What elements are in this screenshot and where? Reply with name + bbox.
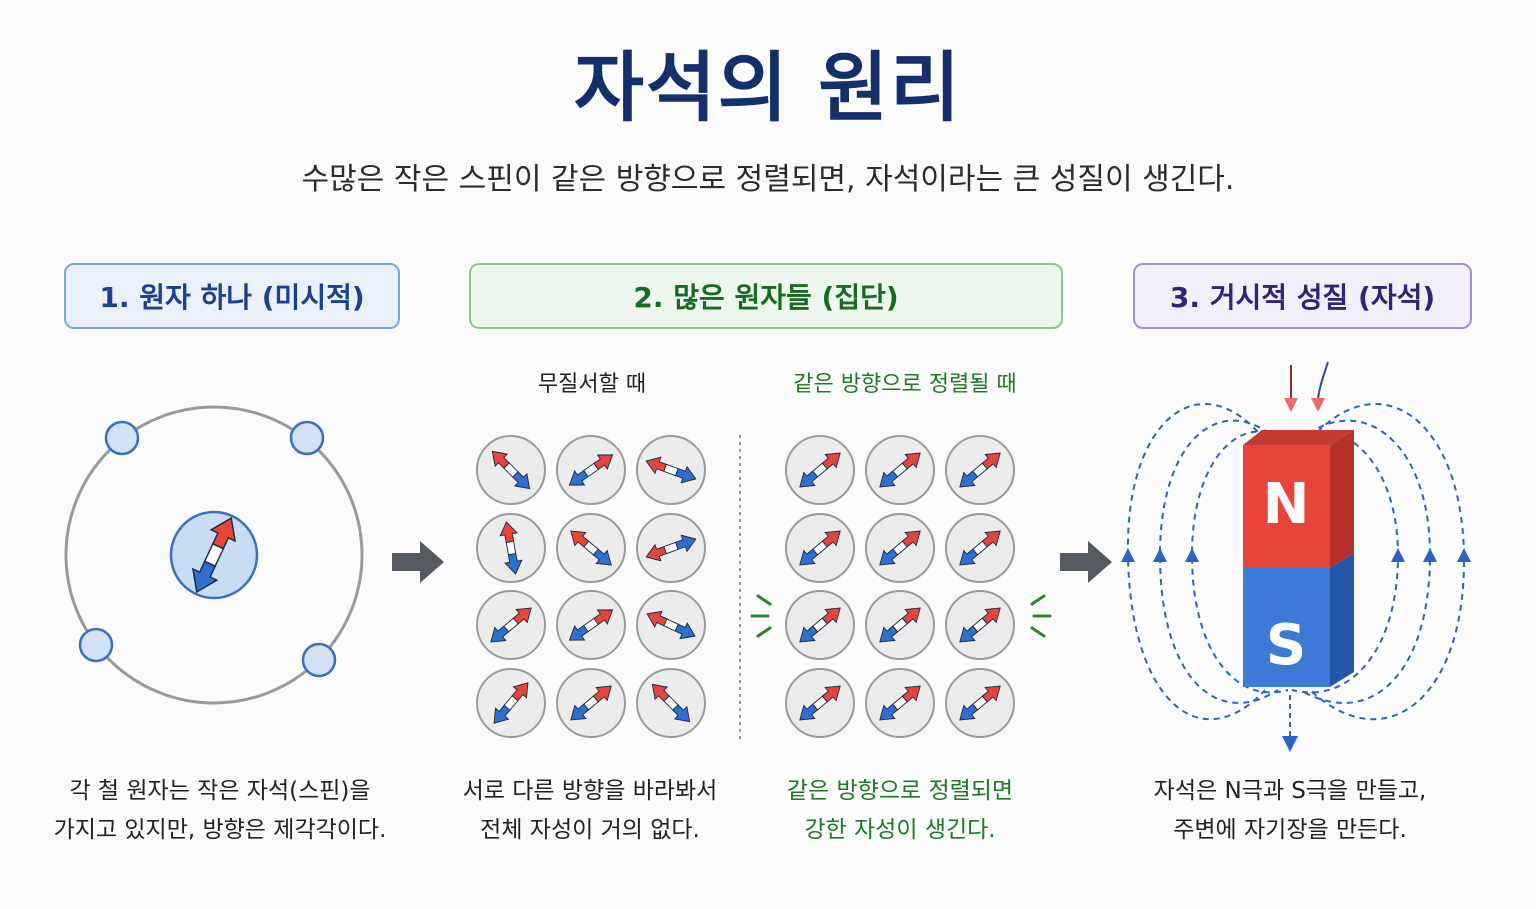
spin-arrow-icon <box>191 516 237 594</box>
spin-cell <box>945 590 1015 660</box>
aligned-caption: 같은 방향으로 정렬되면 강한 자성이 생긴다. <box>750 772 1050 850</box>
spin-cell <box>865 435 935 505</box>
field-arrows <box>1121 548 1471 752</box>
spin-cell <box>636 513 706 583</box>
north-pole-label: N <box>1263 472 1310 537</box>
spin-cell <box>476 590 546 660</box>
page-title: 자석의 원리 <box>573 43 963 132</box>
spin-cell <box>785 435 855 505</box>
right-arrow-icon <box>1060 541 1112 583</box>
spin-cell <box>785 668 855 738</box>
atom-caption: 각 철 원자는 작은 자석(스핀)을 가지고 있지만, 방향은 제각각이다. <box>20 772 420 850</box>
magnet-south-face <box>1243 568 1330 687</box>
atom-orbit <box>64 405 364 705</box>
caption-line: 같은 방향으로 정렬되면 <box>786 778 1014 804</box>
field-line-icon <box>1158 419 1279 704</box>
magnet-top-face <box>1243 430 1354 445</box>
field-input-lines <box>1284 361 1329 412</box>
spin-cell <box>636 435 706 505</box>
stage-1-label: 1. 원자 하나 (미시적) <box>99 281 365 314</box>
magnet-south-side <box>1330 553 1354 687</box>
spin-cell <box>785 513 855 583</box>
spin-cell <box>865 513 935 583</box>
spin-arrow-icon <box>570 685 612 721</box>
spin-arrow-icon <box>959 530 1001 566</box>
spin-arrow-icon <box>799 685 841 721</box>
stage-3-header: 3. 거시적 성질 (자석) <box>1133 263 1472 329</box>
magnet-north-side <box>1330 430 1354 568</box>
field-line-icon <box>1190 430 1289 694</box>
spin-cell <box>556 513 626 583</box>
spin-arrow-icon <box>645 456 697 484</box>
stage-2-label: 2. 많은 원자들 (집단) <box>633 281 899 314</box>
spin-arrow-icon <box>568 609 614 641</box>
electron-icon <box>104 420 140 456</box>
electron-icon <box>78 627 114 663</box>
caption-line: 각 철 원자는 작은 자석(스핀)을 <box>69 778 371 804</box>
spin-arrow-icon <box>570 530 612 566</box>
spin-cell <box>476 513 546 583</box>
bar-magnet: N S <box>1243 430 1354 687</box>
caption-line: 자석은 N극과 S극을 만들고, <box>1153 778 1427 804</box>
south-pole-label: S <box>1266 613 1306 678</box>
spin-cell <box>865 668 935 738</box>
spin-arrow-icon <box>799 530 841 566</box>
spin-cell <box>556 668 626 738</box>
spin-cell <box>865 590 935 660</box>
caption-line: 서로 다른 방향을 바라봐서 <box>462 778 718 804</box>
electron-icon <box>301 642 337 678</box>
alignment-glow <box>750 594 1052 638</box>
spin-arrow-icon <box>879 607 921 643</box>
atom-diagram <box>64 405 364 705</box>
caption-line: 전체 자성이 거의 없다. <box>480 817 700 843</box>
caption-line: 주변에 자기장을 만든다. <box>1173 817 1407 843</box>
spin-cell <box>945 435 1015 505</box>
spin-arrow-icon <box>879 452 921 488</box>
spin-arrow-icon <box>879 530 921 566</box>
stage-1-header: 1. 원자 하나 (미시적) <box>64 263 400 329</box>
spin-arrow-icon <box>493 682 529 724</box>
spin-cell <box>785 590 855 660</box>
random-spin-grid <box>476 435 706 738</box>
electron-icon <box>289 420 325 456</box>
spin-cell <box>636 668 706 738</box>
spin-cell <box>556 590 626 660</box>
spin-cell <box>636 590 706 660</box>
spin-cell <box>556 435 626 505</box>
spin-arrow-icon <box>799 452 841 488</box>
spin-cell <box>476 435 546 505</box>
spin-cell <box>945 668 1015 738</box>
spin-arrow-icon <box>799 607 841 643</box>
page-subtitle: 수많은 작은 스핀이 같은 방향으로 정렬되면, 자석이라는 큰 성질이 생긴다… <box>301 162 1235 197</box>
random-label: 무질서할 때 <box>537 372 647 397</box>
spin-cell <box>945 513 1015 583</box>
spin-arrow-icon <box>645 534 697 562</box>
spin-cell <box>476 668 546 738</box>
spin-arrow-icon <box>879 685 921 721</box>
spin-arrow-icon <box>646 610 696 640</box>
caption-line: 가지고 있지만, 방향은 제각각이다. <box>53 817 387 843</box>
spin-arrow-icon <box>651 683 691 723</box>
spin-arrow-icon <box>959 607 1001 643</box>
spin-arrow-icon <box>959 685 1001 721</box>
stage-3-label: 3. 거시적 성질 (자석) <box>1169 281 1436 314</box>
random-caption: 서로 다른 방향을 바라봐서 전체 자성이 거의 없다. <box>420 772 760 850</box>
spin-arrow-icon <box>568 454 614 486</box>
spin-arrow-icon <box>490 607 532 643</box>
spin-arrow-icon <box>959 452 1001 488</box>
caption-line: 강한 자성이 생긴다. <box>804 817 996 843</box>
right-arrow-icon <box>392 541 444 583</box>
stage-2-header: 2. 많은 원자들 (집단) <box>469 263 1063 329</box>
magnet-caption: 자석은 N극과 S극을 만들고, 주변에 자기장을 만든다. <box>1120 772 1460 850</box>
aligned-spin-grid <box>785 435 1015 738</box>
spin-arrow-icon <box>491 450 531 490</box>
magnet-north-face <box>1243 445 1330 568</box>
field-line-icon <box>1299 419 1432 704</box>
spin-arrow-icon <box>499 521 523 575</box>
aligned-label: 같은 방향으로 정렬될 때 <box>793 372 1017 397</box>
